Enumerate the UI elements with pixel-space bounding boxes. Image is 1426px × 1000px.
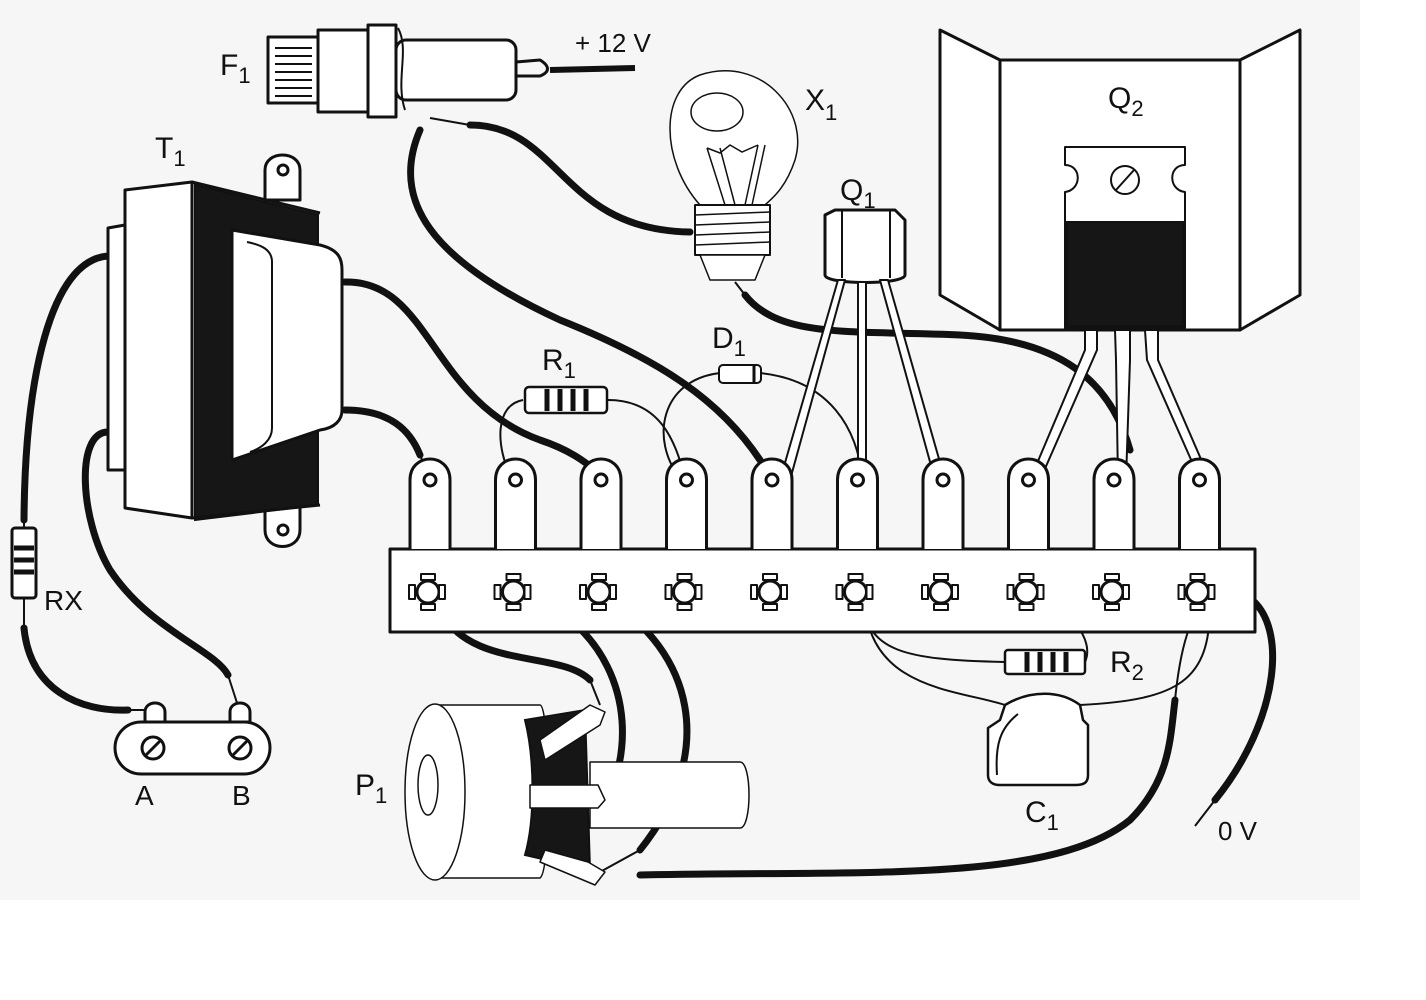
transistor-q2-heatsink: Q2 <box>938 28 1302 481</box>
wire-pot-gnd <box>636 696 1179 879</box>
rx-label: RX <box>44 585 83 616</box>
supply-positive-label: + 12 V <box>575 28 652 58</box>
wire-t1-rx <box>20 252 112 524</box>
wire-lamp-lug9 <box>741 291 1134 454</box>
potentiometer-p1: P1 <box>355 703 750 886</box>
q2-label: Q2 <box>1108 82 1144 121</box>
terminal-lug <box>1177 457 1221 611</box>
terminal-lug <box>664 457 708 611</box>
wire-fuse-lamp <box>466 121 694 236</box>
terminal-lug <box>408 457 452 611</box>
lamp: X1 <box>669 70 837 281</box>
c1-label: C1 <box>1025 796 1059 835</box>
supply-ground-label: 0 V <box>1218 816 1258 846</box>
resistor-r2: R2 <box>1003 646 1144 685</box>
wire-t1-lug1 <box>341 406 424 459</box>
transformer-t1: T1 <box>106 132 344 548</box>
terminal-strip <box>388 457 1257 634</box>
terminal-lug <box>579 457 623 611</box>
terminal-block-ab: A B <box>113 701 272 811</box>
terminal-lug <box>921 457 965 611</box>
fuse-label: F1 <box>220 49 251 88</box>
capacitor-c1: C1 <box>986 692 1090 835</box>
terminal-lug <box>1006 457 1050 611</box>
lamp-label: X1 <box>805 84 837 125</box>
r2-label: R2 <box>1110 646 1144 685</box>
fuse-holder: F1 + 12 V <box>220 23 652 119</box>
r1-label: R1 <box>542 344 576 383</box>
d1-label: D1 <box>712 322 746 361</box>
wire-t1-b <box>81 428 232 679</box>
q1-label: Q1 <box>840 174 876 213</box>
diode-d1: D1 <box>712 322 762 384</box>
wire-rx-a <box>20 624 132 714</box>
terminal-lug <box>835 457 879 611</box>
terminal-lug <box>750 457 794 611</box>
terminal-lugs <box>408 457 1221 611</box>
p1-label: P1 <box>355 769 387 808</box>
wire-gnd-supply <box>1211 591 1276 804</box>
wire-fuse-lug5 <box>407 126 764 464</box>
transformer-label: T1 <box>155 132 186 171</box>
terminal-lug <box>1092 457 1136 611</box>
wire-t1-lug3 <box>341 278 599 474</box>
terminal-a-label: A <box>135 780 154 811</box>
resistor-rx: RX <box>10 526 83 616</box>
q2-legs <box>1029 329 1211 481</box>
terminal-b-label: B <box>232 780 251 811</box>
resistor-r1: R1 <box>523 344 609 415</box>
terminal-lug <box>493 457 537 611</box>
